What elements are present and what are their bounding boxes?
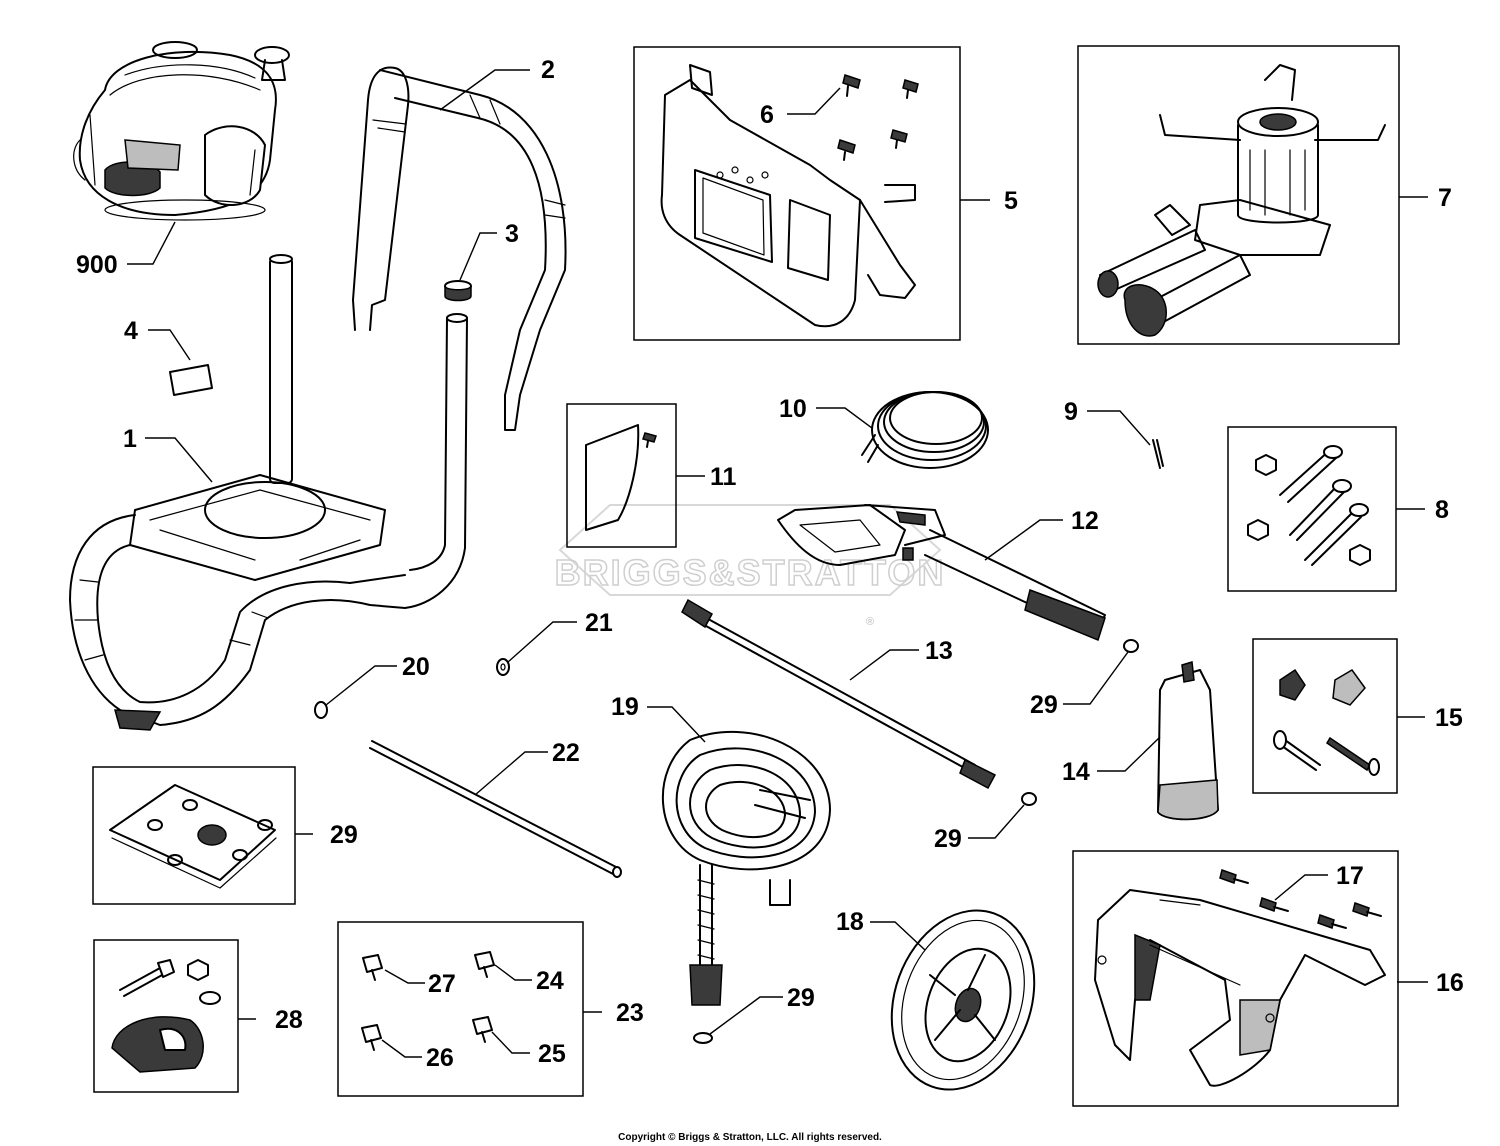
callout-labels: 900 2 3 4 1 5 6 7 8 9 10 11 12 13 14 15 … — [76, 56, 1464, 1072]
watermark-trademark: ® — [866, 616, 874, 628]
label-part-4 — [169, 364, 213, 396]
engine-part-900 — [73, 41, 290, 221]
nozzle-bottle-part-14 — [1157, 661, 1219, 821]
callout-13: 13 — [925, 637, 953, 665]
callout-23: 23 — [616, 999, 644, 1027]
callout-9: 9 — [1064, 398, 1078, 426]
foot-bolt-part-28 — [111, 959, 221, 1073]
frame-part-1 — [69, 254, 468, 731]
box-part-28 — [93, 939, 239, 1093]
callout-17: 17 — [1336, 862, 1364, 890]
callout-27: 27 — [428, 970, 456, 998]
pump-part-7 — [1097, 64, 1386, 337]
spray-gun-part-12 — [777, 504, 1106, 642]
callout-22: 22 — [552, 739, 580, 767]
callout-12: 12 — [1071, 507, 1099, 535]
washer-part-21 — [496, 658, 510, 676]
screws-part-17 — [1219, 869, 1382, 929]
washer-part-29-mid — [1021, 792, 1037, 806]
callout-6: 6 — [760, 101, 774, 129]
callout-28: 28 — [275, 1006, 303, 1034]
box-part-8 — [1227, 426, 1397, 592]
box-part-7 — [1077, 45, 1400, 345]
washer-part-29-lower — [693, 1032, 713, 1044]
callout-19: 19 — [611, 693, 639, 721]
callout-2: 2 — [541, 56, 555, 84]
callout-24: 24 — [536, 967, 564, 995]
callout-3: 3 — [505, 220, 519, 248]
callout-29-gun-washer: 29 — [1030, 691, 1058, 719]
callout-7: 7 — [1438, 184, 1452, 212]
callout-1: 1 — [123, 425, 137, 453]
callout-15: 15 — [1435, 704, 1463, 732]
handle-part-2 — [352, 66, 567, 431]
callout-4: 4 — [124, 317, 138, 345]
copyright-notice: Copyright © Briggs & Stratton, LLC. All … — [618, 1132, 882, 1143]
wheel-part-18 — [890, 909, 1036, 1091]
callout-20: 20 — [402, 653, 430, 681]
washer-part-29-upper — [1123, 639, 1139, 653]
pin-part-9 — [1152, 439, 1164, 469]
callout-8: 8 — [1435, 496, 1449, 524]
brand-watermark: BRIGGS&STRATTON ® — [554, 504, 946, 628]
callout-10: 10 — [779, 395, 807, 423]
screws-part-23 — [361, 951, 495, 1051]
callout-29-plate: 29 — [330, 821, 358, 849]
screws-part-6 — [837, 74, 919, 161]
callout-26: 26 — [426, 1044, 454, 1072]
oring-part-20 — [314, 701, 328, 719]
callout-11: 11 — [710, 463, 737, 491]
callout-29-hose-washer: 29 — [787, 984, 815, 1012]
box-part-11 — [566, 403, 677, 548]
callout-18: 18 — [836, 908, 864, 936]
plate-part-29 — [109, 784, 277, 889]
hose-coil-part-10 — [861, 391, 989, 469]
callout-29-wand-washer: 29 — [934, 825, 962, 853]
callout-14: 14 — [1062, 758, 1090, 786]
callout-5: 5 — [1004, 187, 1018, 215]
box-part-5 — [633, 46, 961, 341]
cap-part-3 — [444, 280, 472, 302]
wand-part-13 — [681, 598, 997, 790]
box-part-16 — [1072, 850, 1399, 1107]
flap-part-11 — [585, 424, 657, 531]
box-part-23 — [337, 921, 584, 1097]
callout-25: 25 — [538, 1040, 566, 1068]
rod-part-22 — [369, 740, 622, 878]
control-panel-part-5 — [660, 64, 916, 328]
knobs-bolts-part-15 — [1273, 668, 1380, 776]
hose-part-19 — [661, 730, 831, 1006]
callout-16: 16 — [1436, 969, 1464, 997]
shroud-part-16 — [1094, 889, 1386, 1087]
callout-900: 900 — [76, 251, 118, 279]
box-part-29 — [92, 766, 296, 905]
callout-21: 21 — [585, 609, 613, 637]
bolts-nuts-part-8 — [1247, 445, 1371, 566]
box-part-15 — [1252, 638, 1398, 794]
watermark-text: BRIGGS&STRATTON — [555, 552, 946, 593]
leader-lines — [127, 69, 1428, 1058]
